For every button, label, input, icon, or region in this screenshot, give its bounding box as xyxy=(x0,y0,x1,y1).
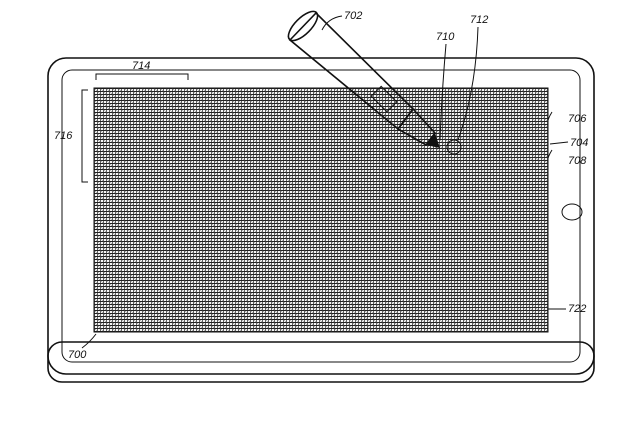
device-leader xyxy=(81,333,97,349)
device-outer-frame xyxy=(47,57,595,375)
height-extent-label: 716 xyxy=(54,130,73,142)
stylus-leader xyxy=(321,15,343,31)
width-bracket xyxy=(95,73,189,80)
device-label: 700 xyxy=(68,349,87,361)
stylus-tip-leader xyxy=(439,43,447,141)
stylus-tip-label: 710 xyxy=(436,31,455,43)
touch-point-label: 712 xyxy=(470,14,488,26)
upper-button-label: 706 xyxy=(568,113,587,125)
side-edge-label: 704 xyxy=(570,137,588,149)
stylus-tip xyxy=(426,133,440,148)
tablet-device xyxy=(47,57,595,383)
stylus xyxy=(287,10,440,148)
width-extent-label: 714 xyxy=(132,60,150,72)
touch-point-marker xyxy=(446,139,462,155)
stylus-window xyxy=(370,85,398,113)
touch-point-leader xyxy=(457,26,479,141)
touch-screen[interactable] xyxy=(93,87,549,333)
device-inner-bezel xyxy=(61,69,581,363)
lower-button-label: 708 xyxy=(568,155,587,167)
home-button[interactable] xyxy=(561,203,583,221)
side-edge-leader xyxy=(549,141,569,145)
device-base xyxy=(47,341,595,383)
stylus-end-cap xyxy=(287,10,319,42)
height-bracket xyxy=(81,89,88,183)
touch-screen-label: 722 xyxy=(568,303,586,315)
stylus-label: 702 xyxy=(344,10,362,22)
